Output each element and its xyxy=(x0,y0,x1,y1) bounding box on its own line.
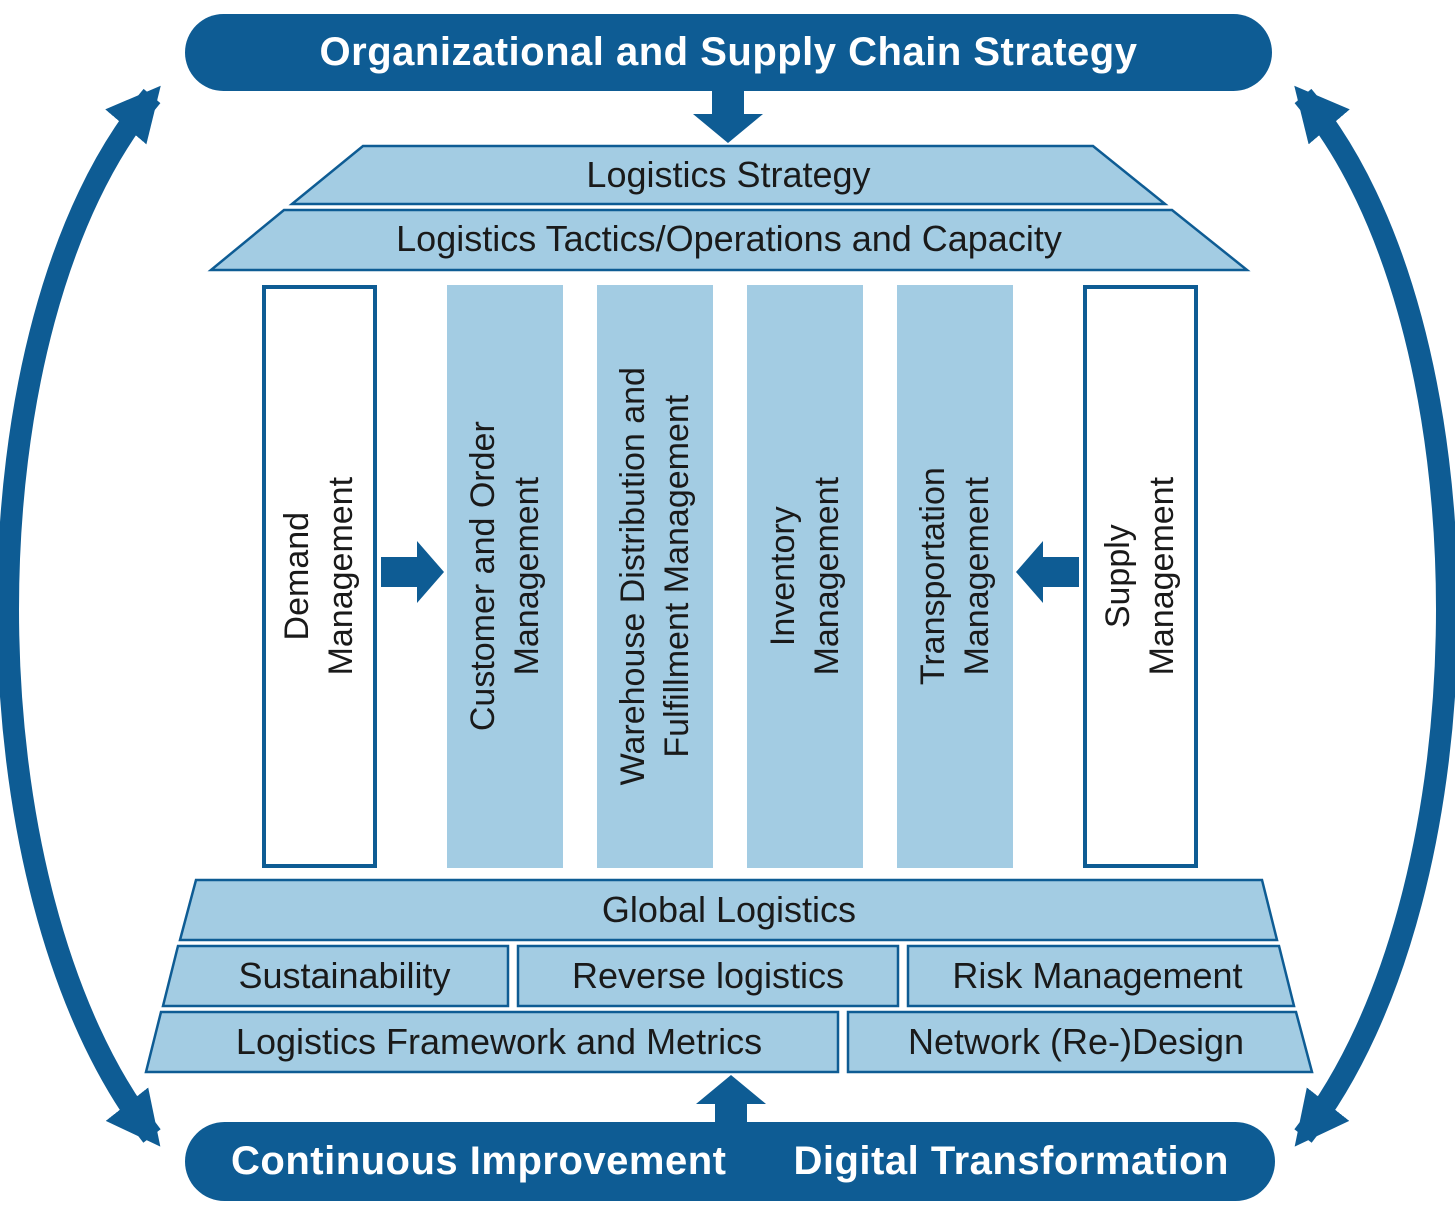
roof-row2-shape xyxy=(207,208,1251,272)
continuous-improvement-label: Continuous Improvement xyxy=(231,1139,727,1183)
left-cycle-arrow-icon xyxy=(0,85,161,1147)
base-row1-shape xyxy=(178,878,1279,942)
pillar-demand-management-label: Demand Management xyxy=(278,477,361,676)
pillar-customer-order-management: Customer and Order Management xyxy=(447,285,563,868)
down-arrow-icon xyxy=(693,91,763,143)
pillar-warehouse-fulfillment-management: Warehouse Distribution and Fulfillment M… xyxy=(597,285,713,868)
base-r3b-shape xyxy=(846,1010,1314,1074)
right-arrow-icon xyxy=(381,541,444,603)
pillar-inventory-management: Inventory Management xyxy=(747,285,863,868)
logistics-framework-metrics-label: Logistics Framework and Metrics xyxy=(235,1021,763,1063)
digital-transformation-label: Digital Transformation xyxy=(793,1139,1229,1183)
pillar-inventory-management-label: Inventory Management xyxy=(763,477,846,676)
logistics-strategy-label: Logistics Strategy xyxy=(586,154,871,196)
base-r3a-shape xyxy=(144,1010,840,1074)
base-r2a-shape xyxy=(161,944,510,1008)
network-redesign-label: Network (Re-)Design xyxy=(907,1021,1245,1063)
pillar-customer-order-management-label: Customer and Order Management xyxy=(463,421,546,732)
base-r2b-shape xyxy=(516,944,900,1008)
pillar-warehouse-fulfillment-management-label: Warehouse Distribution and Fulfillment M… xyxy=(613,367,697,786)
pillar-transportation-management-label: Transportation Management xyxy=(913,467,996,686)
sustainability-label: Sustainability xyxy=(238,955,451,997)
pillar-supply-management: Supply Management xyxy=(1083,285,1198,868)
top-strategy-banner: Organizational and Supply Chain Strategy xyxy=(185,14,1272,91)
pillar-transportation-management: Transportation Management xyxy=(897,285,1013,868)
global-logistics-label: Global Logistics xyxy=(601,888,857,930)
logistics-tactics-label: Logistics Tactics/Operations and Capacit… xyxy=(396,218,1062,260)
reverse-logistics-label: Reverse logistics xyxy=(571,955,845,997)
up-arrow-icon xyxy=(696,1075,766,1127)
pillar-demand-management: Demand Management xyxy=(262,285,377,868)
roof-row1-shape xyxy=(288,144,1169,206)
risk-management-label: Risk Management xyxy=(952,955,1243,997)
base-r2c-shape xyxy=(906,944,1296,1008)
bottom-improvement-banner: Continuous Improvement Digital Transform… xyxy=(185,1122,1275,1201)
right-cycle-arrow-icon xyxy=(1294,85,1455,1147)
pillar-supply-management-label: Supply Management xyxy=(1099,477,1182,676)
left-arrow-icon xyxy=(1016,541,1079,603)
top-strategy-banner-label: Organizational and Supply Chain Strategy xyxy=(319,30,1138,74)
